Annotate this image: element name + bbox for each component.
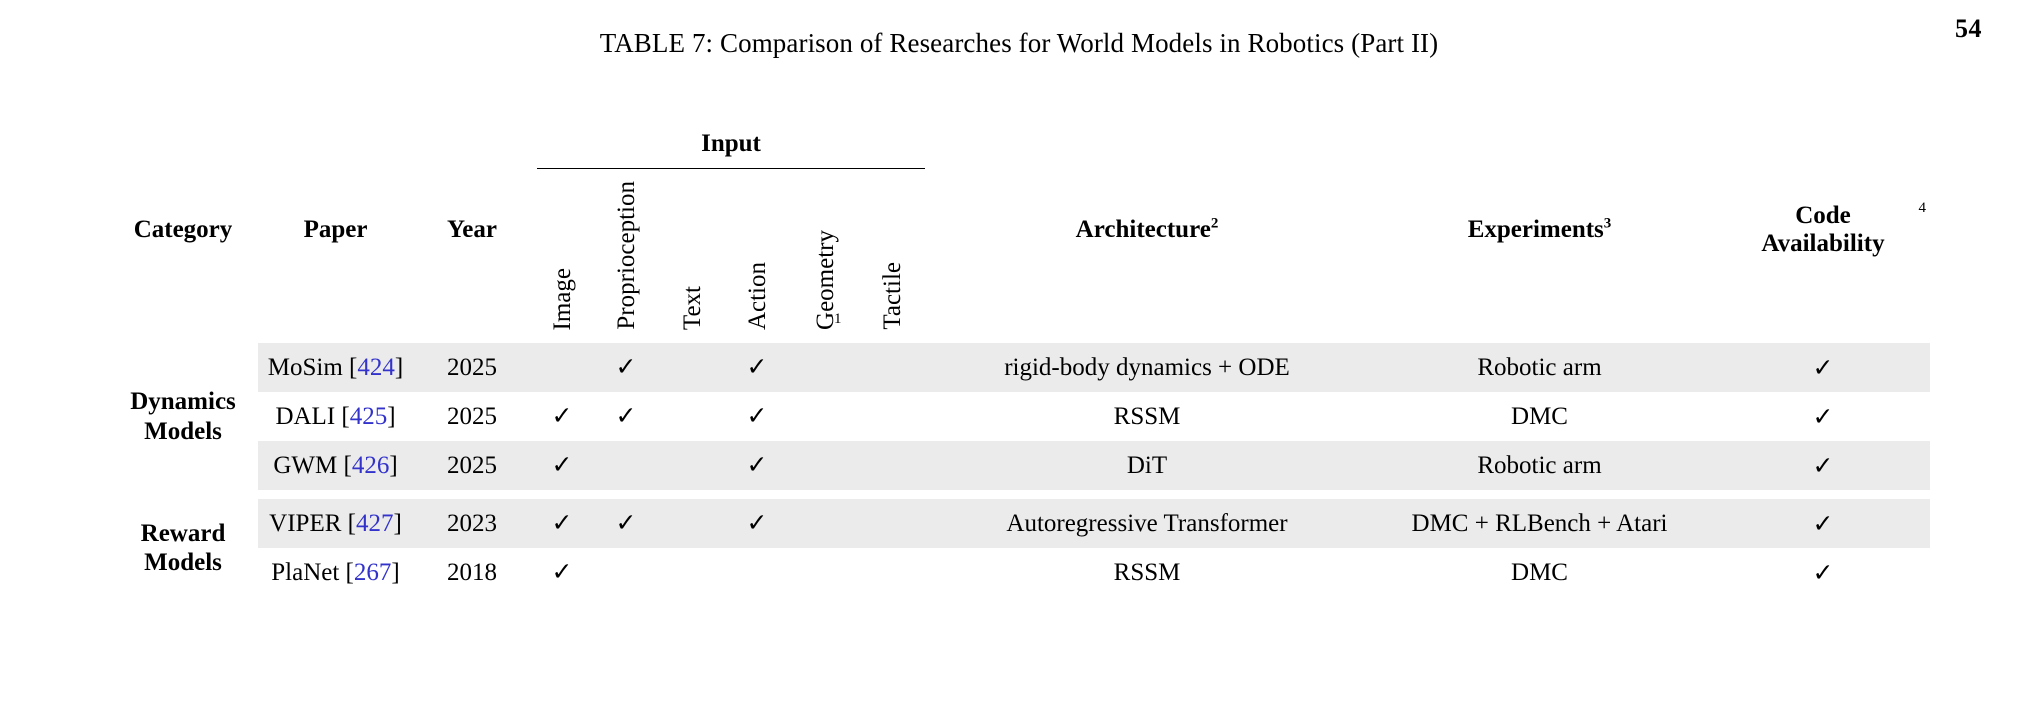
category-label-line1: Reward xyxy=(140,519,226,547)
year-cell: 2018 xyxy=(447,558,497,586)
header-input-text: Text xyxy=(678,285,706,330)
table-caption: TABLE 7: Comparison of Researches for Wo… xyxy=(599,28,1439,58)
architecture-cell: RSSM xyxy=(1113,402,1181,430)
code-availability-cell: ✓ xyxy=(1812,403,1834,431)
input-cells: ✓✓ xyxy=(531,343,931,392)
header-paper: Paper xyxy=(303,216,368,243)
citation-link[interactable]: 425 xyxy=(349,402,388,430)
input-subheaders: Image Proprioception Text Action Geometr… xyxy=(531,176,931,334)
citation-link[interactable]: 427 xyxy=(355,509,394,537)
comparison-table: Category Paper Year Input Image Proprioc… xyxy=(108,126,1930,597)
table-row: DALI [425] 2025 ✓ ✓ ✓ RSSM DMC ✓ xyxy=(108,392,1930,441)
architecture-footnote-marker: 2 xyxy=(1210,215,1219,232)
paper-cell: MoSim [424] xyxy=(258,343,413,392)
experiments-cell: DMC + RLBench + Atari xyxy=(1363,499,1716,548)
citation-link[interactable]: 267 xyxy=(353,558,392,586)
paper-cell: DALI [425] xyxy=(275,402,396,430)
code-availability-cell: ✓ xyxy=(1812,559,1834,587)
header-year: Year xyxy=(447,216,497,243)
input-action-cell: ✓ xyxy=(746,354,768,381)
header-category: Category xyxy=(133,216,233,243)
header-input-group: Input Image Proprioception Text Action xyxy=(531,126,931,334)
header-gap xyxy=(108,334,1930,343)
header-input-tactile: Tactile xyxy=(878,262,906,330)
year-cell: 2025 xyxy=(447,402,497,430)
input-cells: ✓ xyxy=(531,548,931,597)
input-cells: ✓✓ xyxy=(531,441,931,490)
input-image-cell: ✓ xyxy=(551,510,573,537)
group-gap xyxy=(108,490,1930,499)
code-availability-cell: ✓ xyxy=(1716,499,1930,548)
architecture-cell: rigid-body dynamics + ODE xyxy=(931,343,1363,392)
code-footnote-marker: 4 xyxy=(1918,200,1927,216)
category-label-line1: Dynamics xyxy=(130,388,236,415)
year-cell: 2023 xyxy=(413,499,531,548)
category-label-line2: Models xyxy=(144,549,222,576)
input-action-cell: ✓ xyxy=(746,510,768,537)
header-input-action: Action xyxy=(743,261,771,330)
header-row: Category Paper Year Input Image Proprioc… xyxy=(108,126,1930,334)
experiments-cell: Robotic arm xyxy=(1363,441,1716,490)
input-group-rule xyxy=(537,168,925,169)
experiments-cell: DMC xyxy=(1511,558,1568,586)
geometry-footnote-marker: 1 xyxy=(834,311,842,327)
page-number: 54 xyxy=(1955,14,1982,43)
input-proprioception-cell: ✓ xyxy=(615,510,637,537)
header-input-proprioception: Proprioception xyxy=(612,181,640,330)
header-architecture: Architecture2 xyxy=(1075,215,1219,243)
experiments-cell: Robotic arm xyxy=(1363,343,1716,392)
experiments-footnote-marker: 3 xyxy=(1603,215,1612,232)
header-input-geometry: Geometry 1 xyxy=(811,230,842,330)
input-cells: ✓ ✓ ✓ xyxy=(531,499,931,548)
architecture-cell: DiT xyxy=(931,441,1363,490)
input-proprioception-cell: ✓ xyxy=(615,354,637,381)
citation-link[interactable]: 424 xyxy=(357,353,395,381)
input-cells: ✓ ✓ ✓ xyxy=(531,392,931,441)
code-availability-cell: ✓ xyxy=(1716,441,1930,490)
year-cell: 2025 xyxy=(413,343,531,392)
header-input-image: Image xyxy=(548,267,576,330)
architecture-cell: RSSM xyxy=(1113,558,1181,586)
header-input-label: Input xyxy=(701,130,761,157)
citation-link[interactable]: 426 xyxy=(351,451,390,479)
code-availability-cell: ✓ xyxy=(1716,343,1930,392)
paper-cell: VIPER [427] xyxy=(258,499,413,548)
header-code-availability: Code Availability 4 xyxy=(1761,200,1927,257)
input-action-cell: ✓ xyxy=(746,452,768,479)
table-row: PlaNet [267] 2018 ✓ RSSM DMC ✓ xyxy=(108,548,1930,597)
input-image-cell: ✓ xyxy=(551,403,573,430)
header-experiments: Experiments3 xyxy=(1467,215,1612,243)
paper-cell: PlaNet [267] xyxy=(271,558,400,586)
year-cell: 2025 xyxy=(413,441,531,490)
table-container: Category Paper Year Input Image Proprioc… xyxy=(108,126,1930,597)
input-image-cell: ✓ xyxy=(551,559,573,586)
input-image-cell: ✓ xyxy=(551,452,573,479)
paper-cell: GWM [426] xyxy=(258,441,413,490)
input-action-cell: ✓ xyxy=(746,403,768,430)
experiments-cell: DMC xyxy=(1511,402,1568,430)
architecture-cell: Autoregressive Transformer xyxy=(931,499,1363,548)
category-label-line2: Models xyxy=(144,417,222,445)
input-proprioception-cell: ✓ xyxy=(615,403,637,430)
